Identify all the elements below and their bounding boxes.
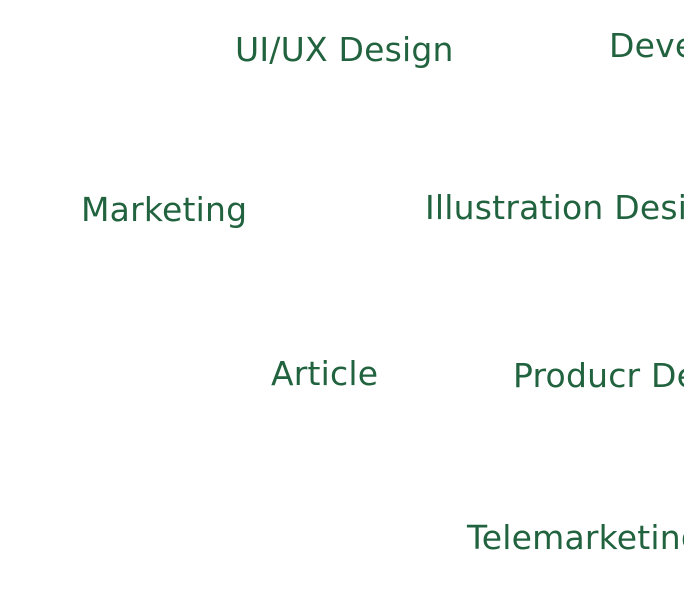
tag-telemarketing[interactable]: Telemarketing (467, 518, 684, 557)
tag-ui-ux-design[interactable]: UI/UX Design (235, 30, 454, 69)
tag-marketing[interactable]: Marketing (81, 190, 248, 229)
tag-article[interactable]: Article (271, 354, 379, 393)
tag-illustration-design[interactable]: Illustration Design (425, 188, 684, 227)
tag-development[interactable]: Development (609, 26, 684, 65)
tag-product-design[interactable]: Producr Design (513, 356, 684, 395)
